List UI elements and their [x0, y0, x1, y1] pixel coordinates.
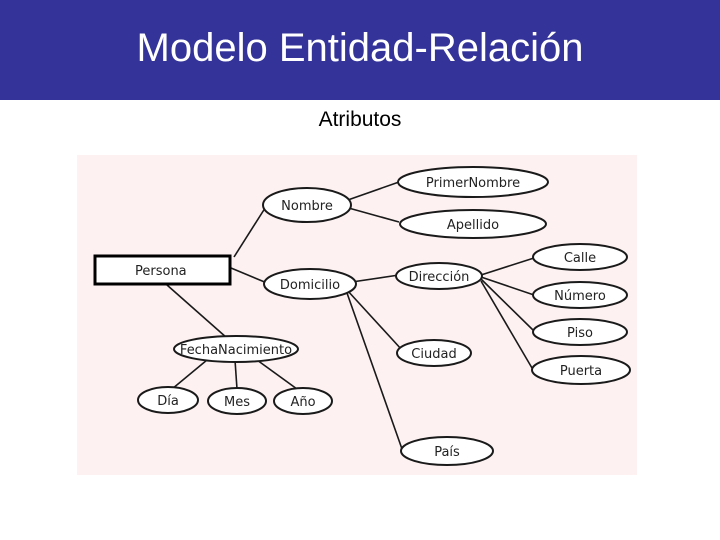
attr-nombre: Nombre	[262, 187, 352, 223]
line-nombre-apellido	[344, 206, 400, 223]
line-persona-fechanacimiento	[166, 284, 228, 339]
line-domicilio-pais	[346, 292, 403, 450]
attr-domicilio-label: Domicilio	[280, 278, 340, 293]
attr-ciudad-label: Ciudad	[411, 347, 456, 362]
attr-ciudad: Ciudad	[396, 339, 472, 367]
attr-pais: País	[400, 436, 494, 466]
attr-mes-label: Mes	[224, 395, 250, 410]
attr-pais-label: País	[434, 445, 460, 460]
attr-calle-label: Calle	[564, 251, 596, 266]
slide-subtitle: Atributos	[318, 108, 402, 131]
er-diagram: Persona Nombre PrimerNombre Apellido Dom…	[77, 155, 637, 475]
attr-primernombre: PrimerNombre	[397, 166, 549, 198]
attr-domicilio: Domicilio	[263, 268, 357, 300]
line-fechanacimiento-anio	[256, 359, 298, 390]
line-persona-domicilio	[230, 267, 268, 284]
attr-direccion-label: Dirección	[409, 270, 470, 285]
attr-nombre-label: Nombre	[281, 199, 333, 214]
attr-piso-label: Piso	[567, 326, 593, 341]
attr-numero-label: Número	[554, 289, 606, 304]
attr-fechanacimiento-label: FechaNacimiento	[180, 343, 292, 358]
attr-primernombre-label: PrimerNombre	[426, 176, 520, 191]
attr-piso: Piso	[532, 318, 628, 346]
line-direccion-calle	[480, 257, 535, 276]
line-persona-nombre	[233, 204, 268, 258]
entity-persona-label: Persona	[135, 264, 187, 279]
slide-title: Modelo Entidad-Relación	[136, 25, 584, 70]
attr-anio-label: Año	[290, 395, 315, 410]
er-diagram-canvas: Persona Nombre PrimerNombre Apellido Dom…	[77, 155, 637, 475]
entity-persona: Persona	[93, 254, 232, 286]
attr-numero: Número	[532, 281, 628, 309]
attr-direccion: Dirección	[395, 262, 483, 290]
line-fechanacimiento-mes	[234, 359, 238, 390]
attr-mes: Mes	[207, 387, 267, 415]
line-direccion-numero	[480, 276, 535, 296]
line-fechanacimiento-dia	[171, 359, 208, 390]
attr-puerta: Puerta	[531, 355, 631, 385]
attr-apellido-label: Apellido	[447, 218, 499, 233]
attr-apellido: Apellido	[399, 209, 547, 239]
attr-dia: Día	[137, 386, 199, 414]
diagram-background	[77, 155, 637, 475]
line-domicilio-ciudad	[346, 289, 403, 351]
title-bar: Modelo Entidad-Relación	[0, 0, 720, 100]
attr-anio: Año	[273, 387, 333, 415]
attr-puerta-label: Puerta	[560, 364, 602, 379]
attr-fechanacimiento: FechaNacimiento	[173, 335, 299, 363]
line-nombre-primernombre	[344, 181, 400, 202]
line-direccion-puerta	[480, 280, 533, 369]
attr-dia-label: Día	[157, 394, 179, 409]
line-direccion-piso	[480, 278, 535, 332]
attr-calle: Calle	[532, 243, 628, 271]
